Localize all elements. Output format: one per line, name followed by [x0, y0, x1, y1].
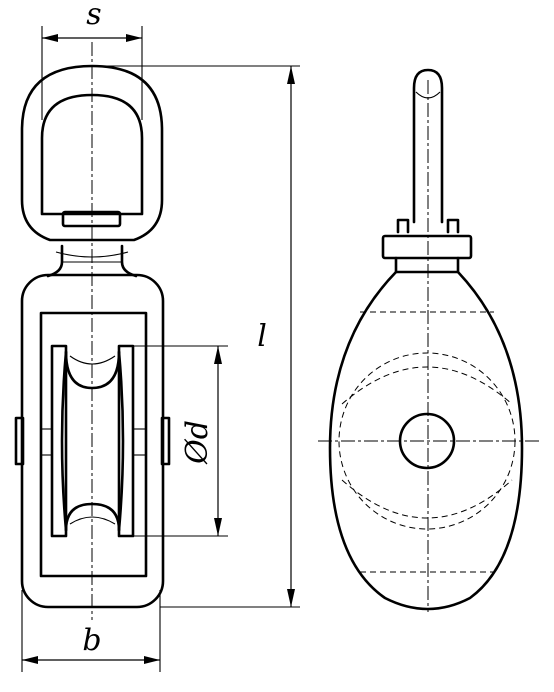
sheave-flange-left	[50, 344, 68, 538]
sheave-body	[60, 350, 125, 532]
dimension-s-label: s	[86, 0, 101, 32]
axle-boss-right	[160, 416, 171, 466]
axle-boss-left	[14, 416, 25, 466]
front-view	[14, 42, 171, 620]
sheave-flange-right	[117, 344, 135, 538]
oval-housing	[328, 270, 524, 611]
housing-inner	[39, 311, 148, 578]
side-neck	[394, 256, 460, 274]
dimension-s: s	[41, 0, 143, 120]
collar-lugs	[396, 218, 460, 234]
dimension-l-label: l	[257, 319, 267, 354]
hidden-arc-lower	[341, 479, 513, 519]
dimension-d-label: Ød	[180, 420, 215, 465]
dimension-b: b	[21, 590, 161, 672]
swivel-nut	[381, 234, 473, 260]
dimension-b-label: b	[82, 623, 101, 658]
dimension-l: l	[92, 65, 300, 608]
side-view	[318, 68, 540, 612]
hidden-arc-upper	[341, 366, 513, 405]
dimension-d: Ød	[133, 345, 228, 537]
shank	[412, 68, 444, 224]
